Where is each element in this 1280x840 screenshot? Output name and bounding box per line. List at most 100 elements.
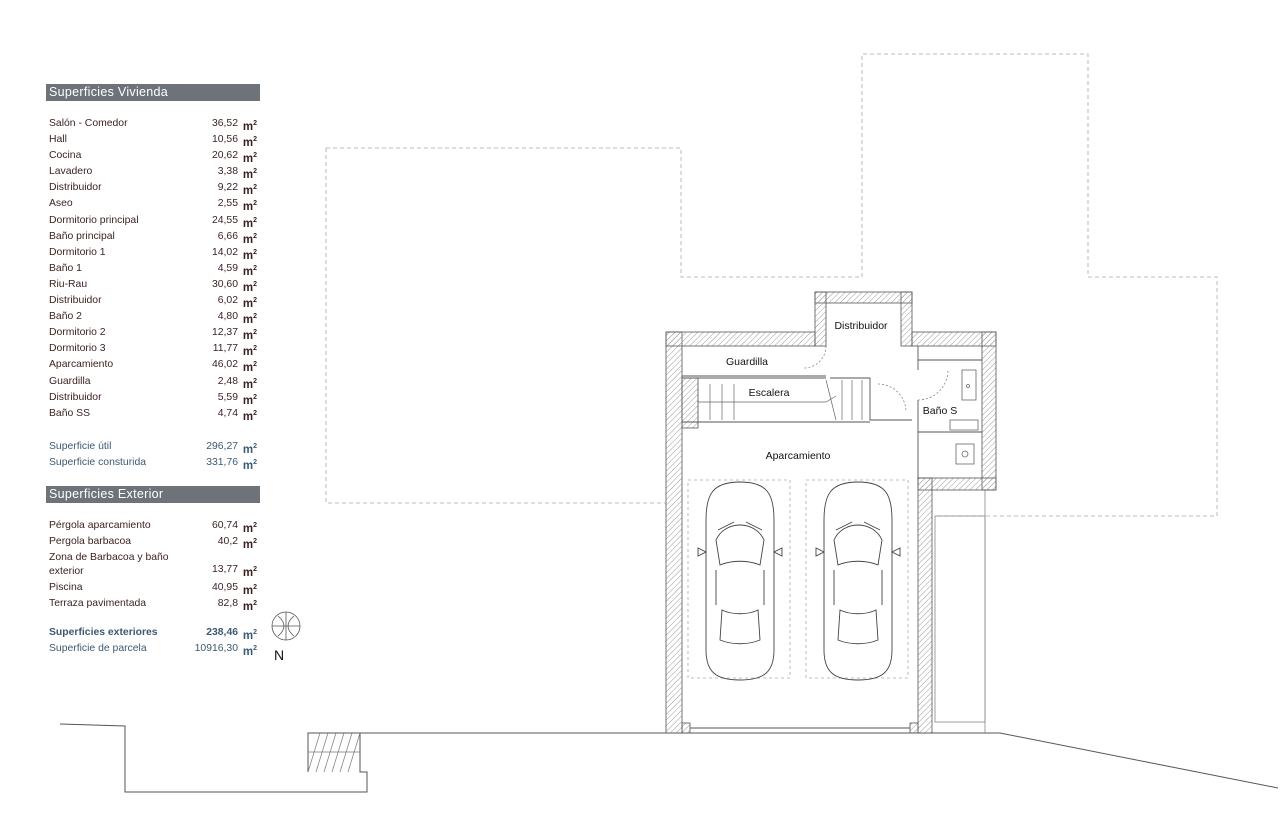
area-row-value: 296,27 xyxy=(206,440,238,452)
area-row-label: Baño SS xyxy=(49,407,91,419)
area-row-label: Distribuidor xyxy=(49,295,102,307)
area-row-unit: m2 xyxy=(242,280,257,294)
room-label-escalera: Escalera xyxy=(749,387,790,399)
area-row-label: Baño 2 xyxy=(49,311,82,323)
area-row-label: Baño principal xyxy=(49,230,115,242)
area-row-label: Dormitorio principal xyxy=(49,214,139,226)
area-row-unit: m2 xyxy=(242,522,257,535)
area-row-unit: m2 xyxy=(242,566,257,580)
area-row-value: 5,59 xyxy=(217,391,238,403)
bathroom-fixtures xyxy=(949,369,979,465)
area-row-value: 4,80 xyxy=(217,311,238,323)
area-row-value: 2,48 xyxy=(217,375,238,387)
area-row-value: 40,95 xyxy=(211,582,238,594)
vivienda-section-title: Superficies Vivienda xyxy=(46,84,260,101)
doors xyxy=(803,345,949,413)
area-row-unit: m2 xyxy=(242,377,257,391)
area-row-unit: m2 xyxy=(242,168,257,182)
exterior-section-title: Superficies Exterior xyxy=(46,486,260,503)
area-row-label: Cocina xyxy=(49,150,82,162)
area-row-label: Dormitorio 2 xyxy=(49,327,106,339)
room-label-bano-s: Baño S xyxy=(923,405,957,417)
area-row-unit: m2 xyxy=(242,645,257,659)
walls xyxy=(665,291,997,734)
area-row-unit: m2 xyxy=(242,629,257,643)
area-row-unit: m2 xyxy=(242,600,257,614)
area-row-label: Aseo xyxy=(49,198,73,210)
area-row-unit: m2 xyxy=(242,458,257,472)
parking-bays xyxy=(687,479,909,679)
area-row: Dormitorio 2 12,37 m2 xyxy=(46,325,260,343)
area-row-label: Distribuidor xyxy=(49,391,102,403)
car-icon xyxy=(815,481,901,681)
area-row-value: 36,52 xyxy=(211,118,238,129)
room-label-guardilla: Guardilla xyxy=(726,356,768,368)
compass-icon xyxy=(271,611,301,641)
area-row-label: Pergola barbacoa xyxy=(49,536,132,548)
area-row: Distribuidor 6,02 m2 xyxy=(46,293,260,310)
area-row-unit: m2 xyxy=(242,152,257,166)
area-row: Baño principal 6,66 m2 xyxy=(46,229,260,246)
area-row-unit: m2 xyxy=(242,232,257,246)
area-row-value: 2,55 xyxy=(217,198,238,210)
area-row-unit: m2 xyxy=(242,329,257,343)
area-row-label: Pérgola aparcamiento xyxy=(49,520,151,531)
area-row-label: Guardilla xyxy=(49,375,91,387)
area-row-unit: m2 xyxy=(242,538,257,551)
area-row-unit: m2 xyxy=(242,136,257,149)
area-row-label: Lavadero xyxy=(49,166,93,178)
upper-floor-outline xyxy=(325,53,1218,517)
area-row-unit: m2 xyxy=(242,248,257,262)
area-row: Distribuidor 5,59 m2 xyxy=(46,390,260,407)
area-row-label: Riu-Rau xyxy=(49,278,88,290)
area-row-value: 14,02 xyxy=(211,246,238,258)
area-row: Guardilla 2,48 m2 xyxy=(46,374,260,391)
area-row-value: 20,62 xyxy=(211,150,238,162)
area-row-value: 12,37 xyxy=(211,327,238,339)
area-row-unit: m2 xyxy=(242,184,257,198)
area-row-value: 10916,30 xyxy=(194,643,238,655)
area-row-unit: m2 xyxy=(242,216,257,230)
area-row: Cocina 20,62 m2 xyxy=(46,148,260,166)
area-row-label: Baño 1 xyxy=(49,262,82,274)
area-row-unit: m2 xyxy=(242,393,257,407)
area-row-value: 4,59 xyxy=(217,262,238,274)
area-row-value: 6,02 xyxy=(217,295,238,307)
area-row-unit: m2 xyxy=(242,442,257,456)
area-row-unit: m2 xyxy=(242,120,257,133)
car-icon xyxy=(697,481,783,681)
terrain-lines xyxy=(59,723,1279,793)
area-row-value: 13,77 xyxy=(211,564,238,576)
area-row-value: 6,66 xyxy=(217,230,238,242)
area-row-label: Superficie de parcela xyxy=(49,643,147,655)
exterior-steps xyxy=(307,732,361,773)
area-row-label: Piscina xyxy=(49,582,83,594)
area-row: Superficie de parcela 10916,30 m2 xyxy=(46,641,260,659)
area-row-value: 46,02 xyxy=(211,359,238,371)
area-row-value: 10,56 xyxy=(211,134,238,146)
area-row-label: Superficie consturida xyxy=(49,456,147,468)
area-row-unit: m2 xyxy=(242,297,257,310)
area-row-value: 9,22 xyxy=(217,182,238,194)
area-row-label: Terraza pavimentada xyxy=(49,598,147,610)
area-row-value: 4,74 xyxy=(217,407,238,419)
area-row-label: Dormitorio 3 xyxy=(49,343,106,355)
area-row-unit: m2 xyxy=(242,584,257,598)
area-row-label: Dormitorio 1 xyxy=(49,246,106,258)
